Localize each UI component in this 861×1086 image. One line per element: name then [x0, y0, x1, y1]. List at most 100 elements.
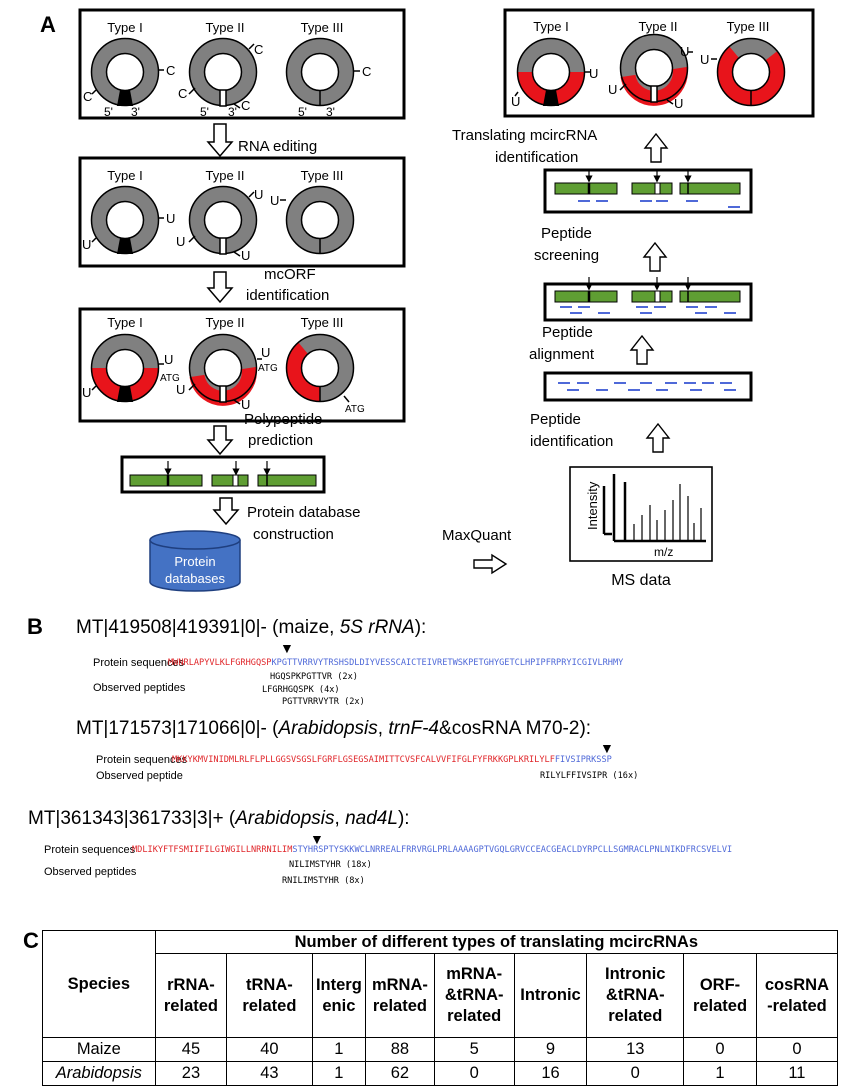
value-cell: 45	[154, 1037, 228, 1062]
value-cell: 1	[311, 1061, 367, 1086]
panel-a-diagram: Type I Type II Type III C C 5' 3' C C C …	[78, 8, 815, 592]
entry-1-sequence: MWNRLAPYVLKLFGRHGQSPKPGTTVRRVYTRSHSDLDIY…	[168, 658, 624, 668]
step-peptide-id-line2: identification	[530, 433, 613, 450]
arrow-up-icon	[629, 334, 655, 365]
box-peptides-only	[543, 371, 753, 402]
maxquant-label: MaxQuant	[442, 527, 512, 544]
svg-text:U: U	[511, 94, 520, 109]
value-cell: 62	[365, 1061, 435, 1086]
step-rna-editing: RNA editing	[238, 138, 317, 155]
column-header-line: &tRNA-	[605, 986, 665, 1004]
svg-text:Type III: Type III	[727, 19, 770, 34]
column-header: mRNA-&tRNA-related	[433, 953, 515, 1038]
step-translating-line2: identification	[495, 149, 578, 166]
step-peptide-screen-line1: Peptide	[541, 225, 592, 242]
species-cell: Maize	[42, 1037, 156, 1062]
arrow-up-icon	[643, 132, 669, 163]
protein-sequences-label: Protein sequences	[96, 754, 188, 766]
svg-text:ATG: ATG	[160, 373, 180, 384]
step-mcorf-line2: identification	[246, 287, 329, 304]
svg-text:Protein: Protein	[174, 554, 215, 569]
entry-2-peptide: RILYLFFIVSIPR (16x)	[540, 771, 639, 781]
svg-text:U: U	[261, 345, 270, 360]
entry-3-peptide: RNILIMSTYHR (8x)	[282, 876, 365, 886]
step-polypeptide-line1: Polypeptide	[244, 411, 322, 428]
column-header-line: Interg	[315, 975, 362, 994]
entry-3-header: MT|361343|361733|3|+ (Arabidopsis, nad4L…	[28, 808, 410, 829]
column-header: rRNA-related	[154, 953, 228, 1038]
step-polypeptide-line2: prediction	[248, 432, 313, 449]
column-header: cosRNA-related	[755, 953, 839, 1038]
column-header-line: mRNA-	[446, 965, 503, 983]
column-header: mRNA-related	[365, 953, 435, 1038]
protein-sequences-label: Protein sequences	[44, 844, 136, 856]
protein-database-icon: Protein databases	[149, 530, 241, 592]
svg-text:C: C	[178, 86, 187, 101]
svg-text:U: U	[680, 44, 689, 59]
box-original-circrna	[78, 8, 406, 120]
species-cell: Arabidopsis	[42, 1061, 156, 1086]
svg-text:3': 3'	[228, 105, 237, 119]
svg-text:U: U	[241, 397, 250, 412]
observed-peptides-label: Observed peptides	[93, 682, 186, 694]
arrow-down-icon	[206, 123, 234, 158]
step-peptide-id-line1: Peptide	[530, 411, 581, 428]
svg-text:C: C	[241, 98, 250, 113]
ms-xlabel: m/z	[654, 545, 673, 559]
entry-1-peptide: PGTTVRRVYTR (2x)	[282, 697, 365, 707]
arrow-right-icon	[473, 553, 508, 575]
box-screening	[543, 168, 753, 214]
value-cell: 0	[755, 1037, 839, 1062]
svg-text:3': 3'	[131, 105, 140, 119]
column-header: Intronic&tRNA-related	[586, 953, 685, 1038]
mcircrna-count-table: Species Number of different types of tra…	[42, 930, 839, 1086]
arrow-up-icon	[645, 422, 671, 453]
value-cell: 0	[586, 1061, 685, 1086]
entry-2-sequence: MKKYKMVINIDMLRLFLPLLGGSVSGSLFGRFLGSEGSAI…	[172, 755, 612, 765]
svg-text:U: U	[176, 382, 185, 397]
svg-text:3': 3'	[326, 105, 335, 119]
svg-text:Type I: Type I	[107, 168, 142, 183]
cleavage-arrow-icon: ▼	[600, 740, 614, 756]
value-cell: 0	[433, 1061, 515, 1086]
column-header-line: related	[372, 996, 427, 1015]
svg-text:U: U	[164, 352, 173, 367]
svg-text:ATG: ATG	[258, 363, 278, 374]
step-peptide-align-line1: Peptide	[542, 324, 593, 341]
column-header-line: ORF-	[699, 975, 741, 994]
ms-data-box	[569, 466, 713, 562]
column-header-line: mRNA-	[371, 975, 428, 994]
entry-1-peptide: LFGRHGQSPK (4x)	[262, 685, 340, 695]
column-header-line: rRNA-	[167, 975, 215, 994]
value-cell: 88	[365, 1037, 435, 1062]
entry-2-header: MT|171573|171066|0|- (Arabidopsis, trnF-…	[76, 718, 592, 739]
svg-text:Type III: Type III	[301, 168, 344, 183]
box-alignment	[543, 282, 753, 322]
type-i-label: Type I	[107, 20, 142, 35]
entry-1-header: MT|419508|419391|0|- (maize, 5S rRNA):	[76, 617, 427, 638]
column-header-line: -related	[767, 996, 827, 1015]
panel-a-letter: A	[40, 12, 56, 37]
step-protdb-line2: construction	[253, 526, 334, 543]
arrow-down-icon	[206, 271, 234, 304]
svg-text:Type II: Type II	[205, 168, 244, 183]
arrow-up-icon	[642, 241, 668, 272]
column-header: tRNA-related	[226, 953, 313, 1038]
box-polypeptides	[120, 455, 326, 494]
value-cell: 13	[586, 1037, 685, 1062]
svg-text:U: U	[241, 248, 250, 263]
column-header-line: related	[163, 996, 218, 1015]
column-header-line: related	[608, 1007, 663, 1025]
value-cell: 1	[311, 1037, 367, 1062]
arrow-down-icon	[206, 425, 234, 456]
value-cell: 1	[683, 1061, 757, 1086]
svg-text:Type I: Type I	[107, 315, 142, 330]
svg-text:U: U	[608, 82, 617, 97]
svg-text:C: C	[166, 63, 175, 78]
column-header-line: Intronic	[520, 986, 581, 1004]
entry-1-peptide: HGQSPKPGTTVR (2x)	[270, 672, 358, 682]
ms-data-title: MS data	[611, 572, 671, 589]
svg-text:C: C	[254, 42, 263, 57]
